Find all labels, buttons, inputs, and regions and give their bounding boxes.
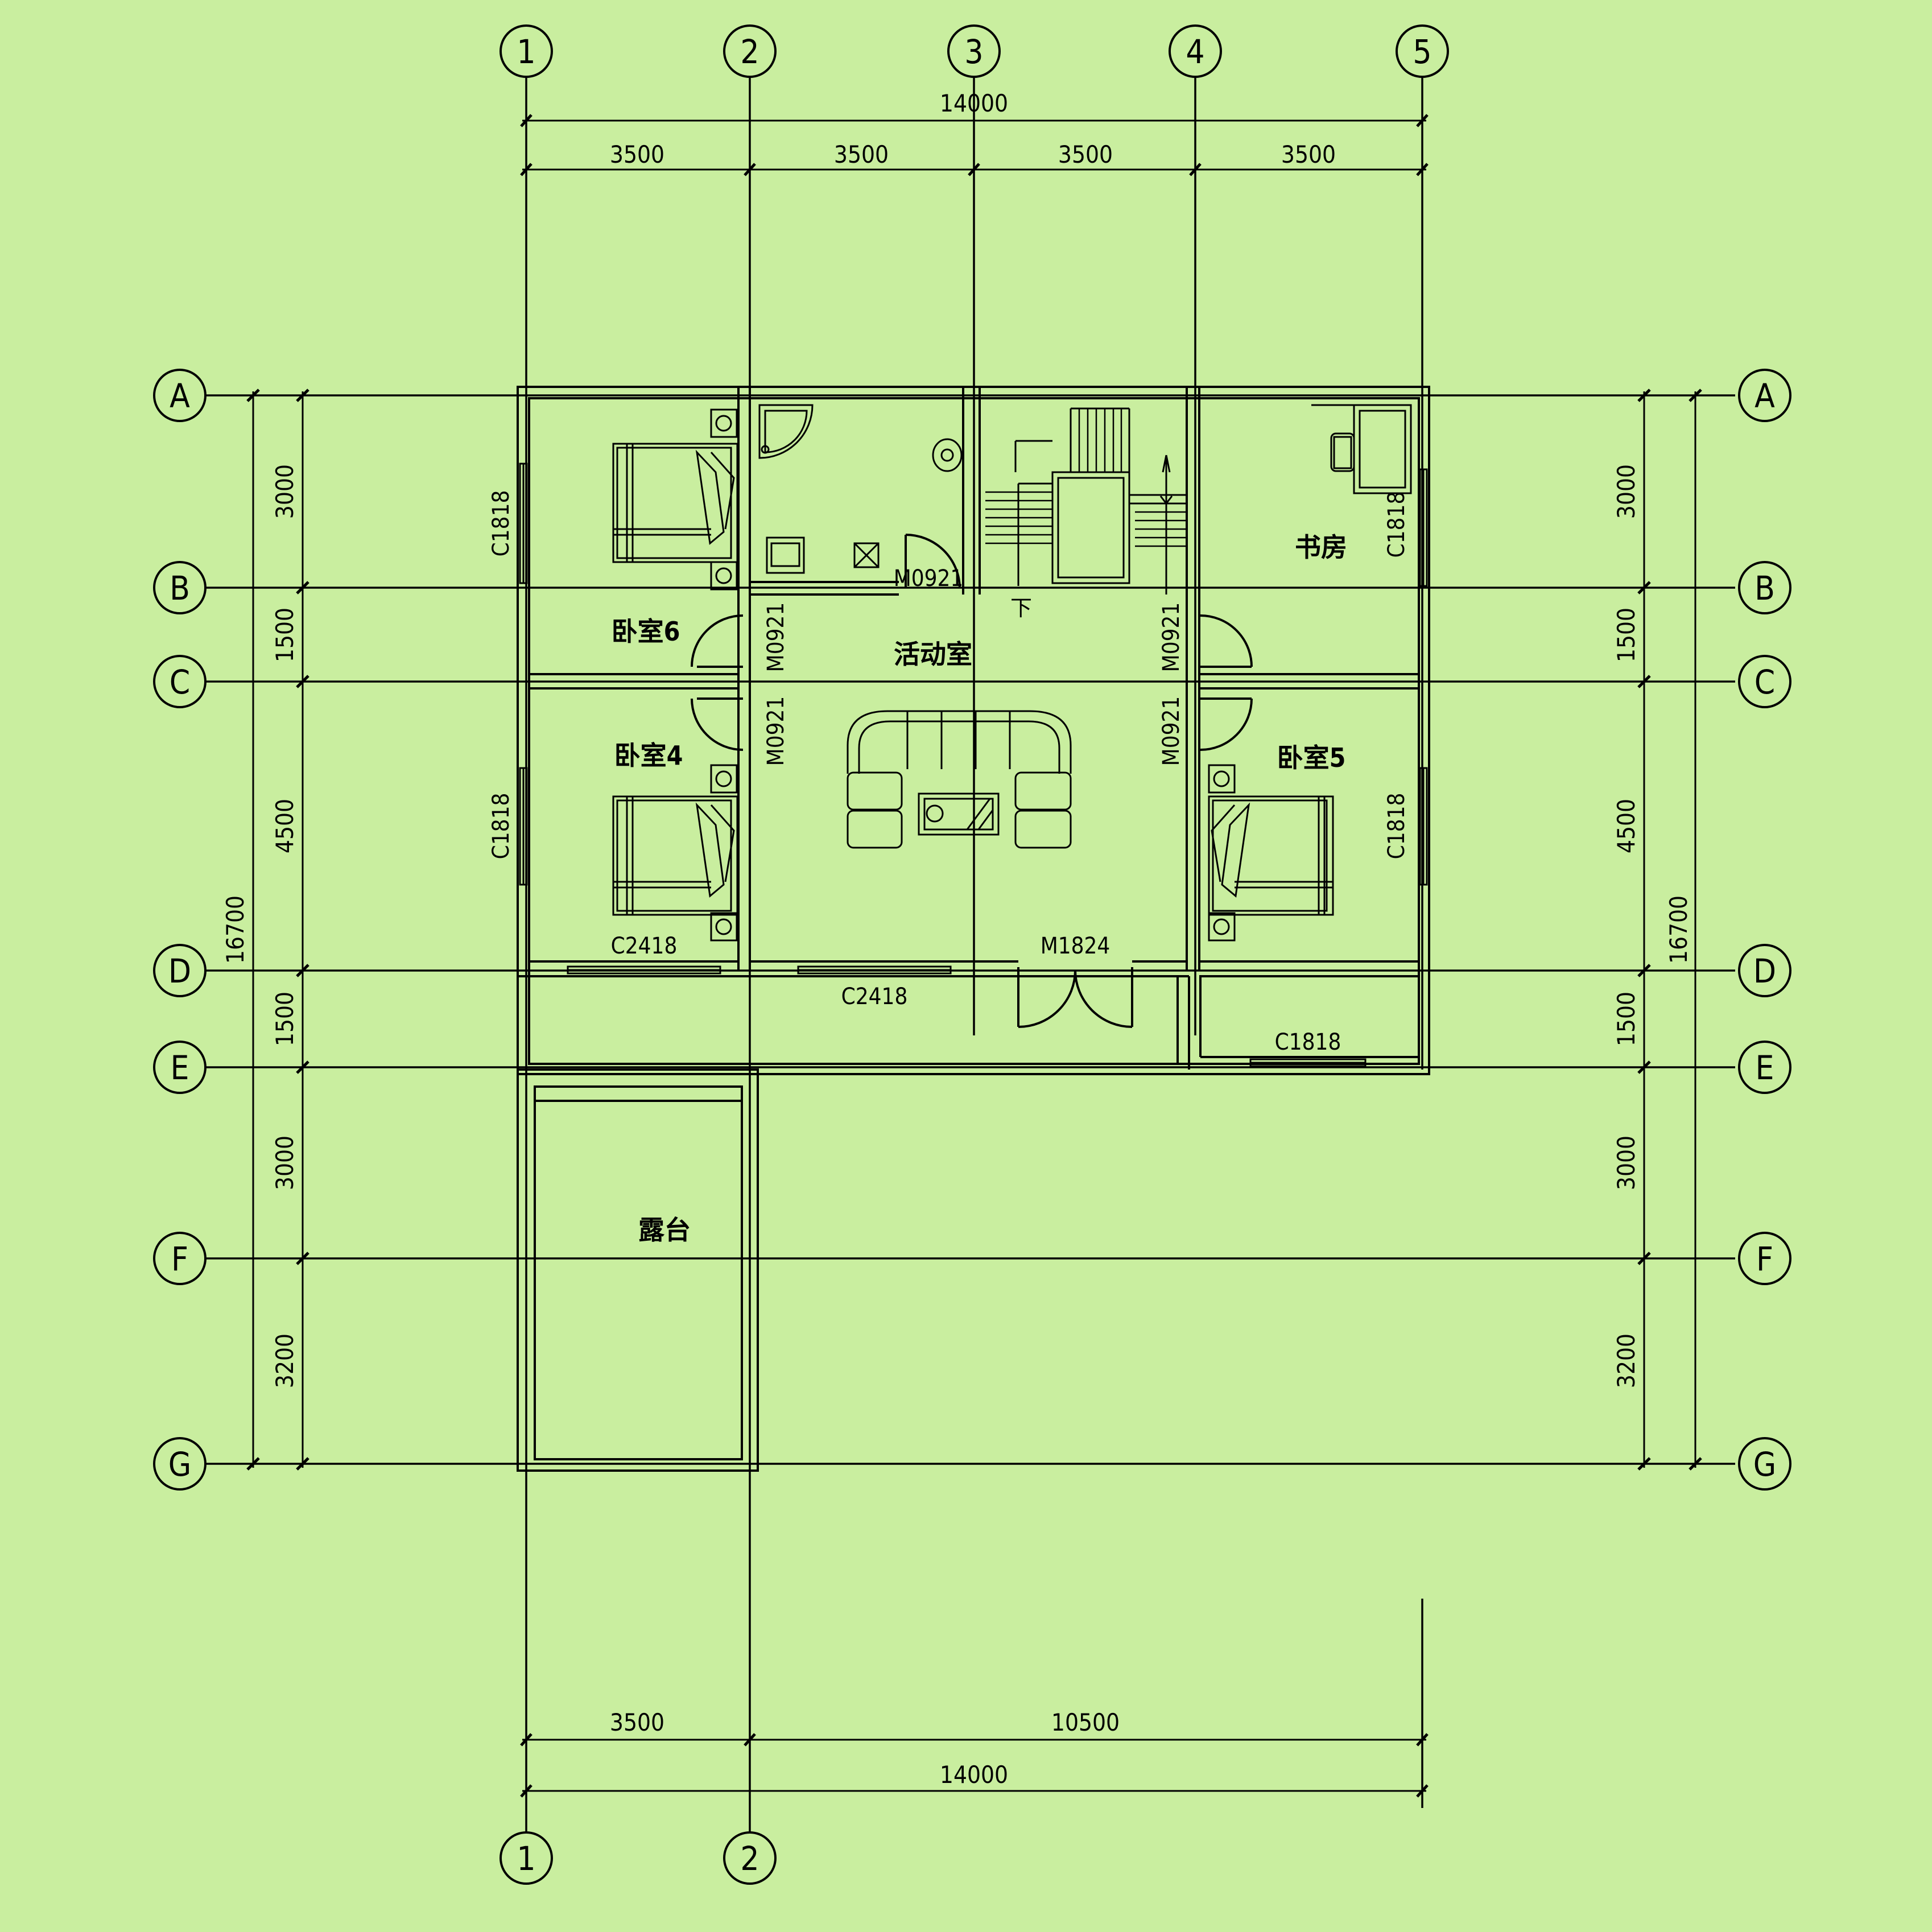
dim-left-seg-2: 1500 [271,608,299,662]
label-door-main: M1824 [1041,933,1111,959]
label-door-bed5: M0921 [1158,696,1184,766]
room-label-activity: 活动室 [894,639,972,670]
dim-left-seg-3: 4500 [271,799,299,853]
label-window-right-top: C1818 [1384,492,1410,558]
opening-labels: C1818 C1818 C1818 C1818 C2418 C2418 C181… [488,490,1410,1055]
dim-right-seg-4: 1500 [1612,992,1640,1046]
window-left-top [519,463,528,584]
dim-left-seg-4: 1500 [271,992,299,1046]
label-window-bed5: C1818 [1275,1029,1341,1055]
dim-left-seg-1: 3000 [271,464,299,519]
axis-label-C-left: C [170,663,190,701]
room-label-bedroom6: 卧室6 [612,616,680,647]
room-label-study: 书房 [1295,532,1347,563]
dimension-lines [246,114,1702,1798]
axis-label-A-left: A [170,377,190,415]
window-bed4-south [567,965,721,975]
room-label-terrace: 露台 [638,1215,691,1245]
window-right-top [1419,468,1428,587]
axis-label-1-top: 1 [517,32,535,71]
dim-top-total: 14000 [940,89,1008,117]
axis-label-F-right: F [1756,1240,1773,1278]
dim-left-total: 16700 [221,895,249,964]
bed-bedroom5 [1208,764,1334,942]
axis-label-B-left: B [170,569,190,608]
axis-label-B-right: B [1755,569,1775,608]
dim-bottom-bay-1: 3500 [610,1708,664,1736]
window-left-mid [519,767,528,886]
dim-top-bay-3: 3500 [1058,141,1113,168]
axis-label-A-right: A [1755,377,1775,415]
stair-down-label: 下 [1010,596,1032,621]
grid-lines [200,77,1735,1833]
window-bed5-south [1249,1058,1367,1067]
dim-right-total: 16700 [1665,895,1692,964]
label-door-bed6: M0921 [763,602,789,672]
room-labels: 卧室6 卧室4 卧室5 活动室 书房 露台 [612,532,1347,1245]
dim-bottom-bay-2: 10500 [1051,1708,1120,1736]
dim-top-bay-2: 3500 [834,141,889,168]
axis-label-C-right: C [1755,663,1775,701]
window-activity-south [797,965,952,975]
dim-bottom-total: 14000 [940,1761,1008,1789]
axis-label-E-right: E [1756,1048,1774,1087]
label-window-left-mid: C1818 [488,793,514,860]
axis-label-E-left: E [171,1048,189,1087]
dim-top-bay-4: 3500 [1281,141,1336,168]
bed-bedroom6 [612,408,738,591]
windows [519,463,1428,1067]
dim-left-seg-6: 3200 [271,1334,299,1388]
axis-label-4-top: 4 [1186,32,1204,71]
axis-label-D-left: D [168,952,191,990]
dimension-labels: 14000 3500 3500 3500 3500 3500 10500 140… [221,89,1692,1789]
walls [517,386,1430,1472]
axis-label-1-bottom: 1 [517,1839,535,1878]
doors [691,534,1253,1028]
axis-label-D-right: D [1753,952,1776,990]
bed-bedroom4 [612,764,738,942]
window-right-mid [1419,767,1428,886]
dim-right-seg-6: 3200 [1612,1334,1640,1388]
staircase [985,407,1186,595]
dim-right-seg-2: 1500 [1612,608,1640,662]
study-desk [1311,404,1412,494]
room-label-bedroom4: 卧室4 [614,740,683,771]
dim-left-seg-5: 3000 [271,1136,299,1190]
dim-right-seg-1: 3000 [1612,464,1640,519]
dim-right-seg-3: 4500 [1612,799,1640,853]
dim-right-seg-5: 3000 [1612,1136,1640,1190]
room-label-bedroom5: 卧室5 [1277,742,1346,773]
label-window-right-mid: C1818 [1384,793,1410,860]
axis-label-2-top: 2 [740,32,759,71]
axis-bubbles [153,24,1791,1885]
label-door-study: M0921 [1158,602,1184,672]
label-door-bath: M0921 [894,565,964,592]
axis-label-F-left: F [171,1240,188,1278]
label-window-bed4: C2418 [611,933,678,959]
label-window-left-top: C1818 [488,490,514,557]
label-door-bed4: M0921 [763,696,789,766]
bathroom-fixtures [758,404,963,574]
sofa-set [847,710,1072,849]
dim-top-bay-1: 3500 [610,141,664,168]
axis-label-3-top: 3 [964,32,983,71]
axis-label-G-left: G [168,1445,191,1484]
label-window-activity: C2418 [841,984,908,1010]
axis-label-2-bottom: 2 [740,1839,759,1878]
axis-label-G-right: G [1753,1445,1776,1484]
axis-labels: 1 2 3 4 5 1 2 A B C D E F G A B C D E F … [168,32,1776,1878]
axis-label-5-top: 5 [1413,32,1431,71]
